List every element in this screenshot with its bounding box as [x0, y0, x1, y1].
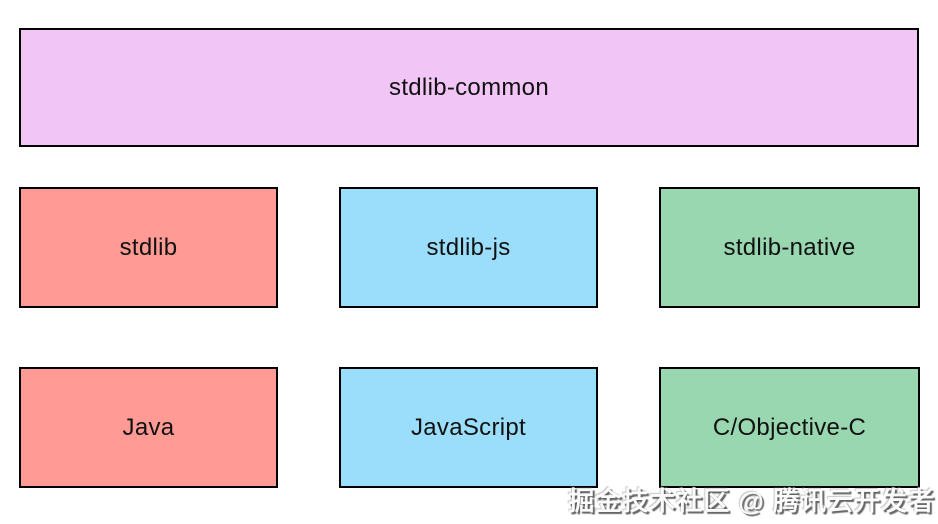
box-label: stdlib-native: [723, 233, 856, 261]
box-label: JavaScript: [410, 413, 527, 441]
box-label: stdlib-js: [426, 233, 511, 261]
box-stdlib-js: stdlib-js: [339, 187, 598, 308]
box-stdlib: stdlib: [19, 187, 278, 308]
box-stdlib-native: stdlib-native: [659, 187, 920, 308]
watermark: 掘金技术社区 @ 腾讯云开发者: [568, 486, 935, 516]
box-java: Java: [19, 367, 278, 488]
box-javascript: JavaScript: [339, 367, 598, 488]
box-label: stdlib-common: [389, 73, 549, 101]
box-label: stdlib: [119, 233, 178, 261]
box-label: Java: [122, 413, 175, 441]
box-stdlib-common: stdlib-common: [19, 28, 919, 147]
box-label: C/Objective-C: [712, 413, 867, 441]
box-c-objective-c: C/Objective-C: [659, 367, 920, 488]
